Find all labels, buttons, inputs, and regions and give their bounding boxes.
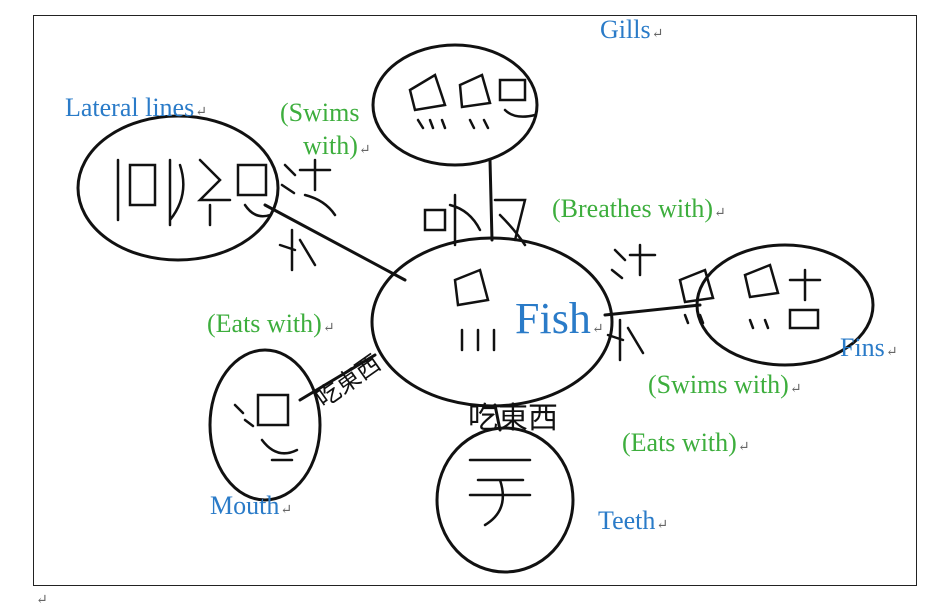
label-fins: Fins↵ <box>840 335 898 361</box>
return-mark: ↵ <box>280 503 293 518</box>
label-text: (Eats with) <box>622 428 737 457</box>
node-fish <box>370 236 614 408</box>
node-teeth <box>435 426 575 574</box>
label-text: with) <box>303 131 358 160</box>
label-fish: Fish↵ <box>515 297 604 341</box>
label-text: (Eats with) <box>207 309 322 338</box>
label-swims-with-right: (Swims with)↵ <box>648 372 802 398</box>
label-text: (Breathes with) <box>552 194 714 223</box>
return-mark: ↵ <box>885 345 898 360</box>
node-gills <box>371 43 539 167</box>
return-mark: ↵ <box>789 382 802 397</box>
return-mark: ↵ <box>737 440 750 455</box>
node-mouth <box>208 348 322 502</box>
return-mark: ↵ <box>358 143 371 158</box>
connector-lines <box>263 158 702 432</box>
label-eats-with-left: (Eats with)↵ <box>207 311 335 337</box>
label-teeth: Teeth↵ <box>598 508 668 534</box>
paragraph-mark: ↵ <box>36 593 48 608</box>
handwriting-scribbles <box>116 73 822 527</box>
label-text: Fish <box>515 294 591 343</box>
diagram-frame <box>33 15 917 586</box>
label-text: Fins <box>840 333 885 362</box>
node-fins <box>695 243 875 367</box>
label-breathes-with: (Breathes with)↵ <box>552 196 726 222</box>
label-text: Mouth <box>210 491 280 520</box>
return-mark: ↵ <box>591 322 604 337</box>
label-swims-with-left-line2: with)↵ <box>303 133 371 159</box>
label-text: Gills <box>600 15 651 44</box>
label-gills: Gills↵ <box>600 17 663 43</box>
label-text: Teeth <box>598 506 656 535</box>
label-swims-with-left-line1: (Swims <box>280 98 360 127</box>
return-mark: ↵ <box>656 518 669 533</box>
label-lateral-lines: Lateral lines↵ <box>65 95 207 121</box>
handwriting-eat-bottom: 吃東西 <box>468 401 558 436</box>
label-text: (Swims with) <box>648 370 789 399</box>
label-eats-with-bottom: (Eats with)↵ <box>622 430 750 456</box>
return-mark: ↵ <box>195 105 207 120</box>
label-text: Lateral lines <box>65 93 195 122</box>
return-mark: ↵ <box>714 206 726 221</box>
return-mark: ↵ <box>322 321 335 336</box>
return-mark: ↵ <box>651 27 664 42</box>
label-mouth: Mouth↵ <box>210 493 292 519</box>
node-lateral-lines <box>76 114 280 262</box>
